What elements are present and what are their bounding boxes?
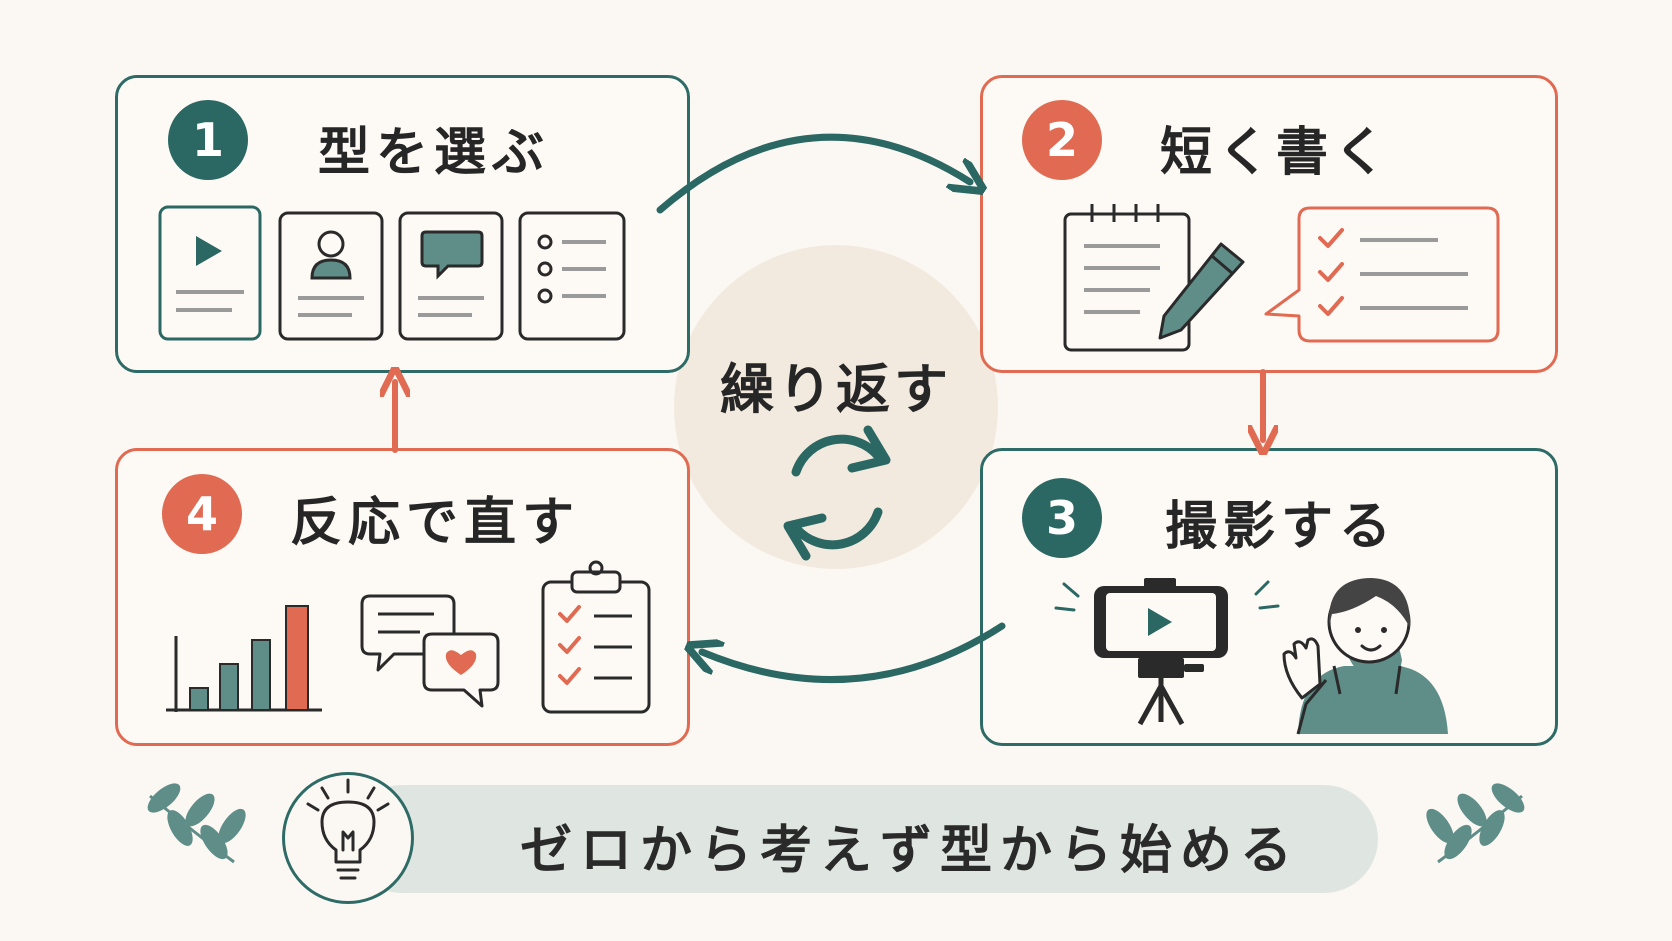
lightbulb-icon [306,778,390,880]
pencil-icon [1158,242,1245,340]
refresh-cycle-icon [783,425,891,561]
step-2-number: 2 [1022,100,1102,180]
chat-bubbles-heart-icon [360,594,500,708]
phone-tripod-icon [1094,578,1228,726]
left-leaf-branch-icon [147,783,246,864]
step-3-title: 撮影する [1165,497,1398,557]
arrow-3-to-4 [702,622,1006,684]
step-2-title: 短く書く [1160,123,1393,183]
notepad-icon [1063,204,1191,352]
right-leaf-branch-icon [1426,783,1525,864]
step-4-number: 4 [162,474,242,554]
bar-chart-icon [166,605,322,712]
template-person-card-icon [278,211,384,341]
step-4-title: 反応で直す [290,493,581,553]
step-1-title: 型を選ぶ [318,123,551,183]
center-label: 繰り返す [720,358,952,421]
step-3-number: 3 [1022,478,1102,558]
step-1-number: 1 [168,100,248,180]
arrow-1-to-2 [656,133,970,214]
clipboard-checklist-icon [541,560,651,714]
checklist-speech-bubble-icon [1264,206,1500,343]
template-list-card-icon [518,211,626,341]
template-video-card-icon [158,205,262,341]
center-cycle-circle [674,245,998,569]
motto-text: ゼロから考えず型から始める [519,821,1300,881]
person-waving-icon [1282,578,1448,735]
template-comment-card-icon [398,211,504,341]
sparkle-lines-icon [1054,580,1280,612]
motto-bar [348,785,1378,893]
